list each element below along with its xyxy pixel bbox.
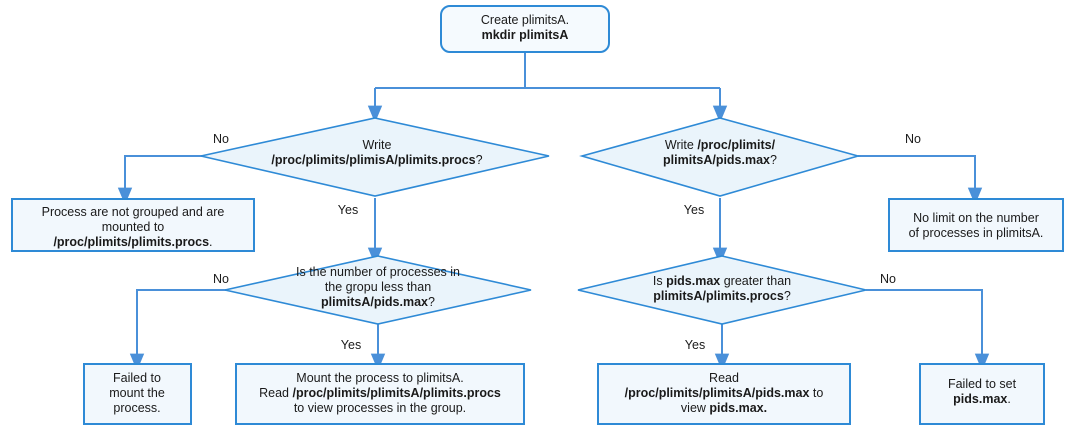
node-decide-write-procs[interactable]: Write/proc/plimits/plimisA/plimits.procs… [200, 117, 550, 197]
node-decide-write-procs-label: Write/proc/plimits/plimisA/plimits.procs… [271, 138, 482, 167]
node-decide-pidsmax-greater-shape[interactable] [577, 255, 867, 325]
node-failed-set-shape[interactable] [919, 363, 1045, 425]
edge-label-pidsmax-greater-no: No [880, 272, 896, 286]
edge-label-write-procs-yes: Yes [338, 203, 358, 217]
connector-write-procs-no [117, 155, 217, 205]
node-read-pidsmax-shape[interactable] [597, 363, 851, 425]
node-start-shape[interactable] [440, 5, 610, 53]
connector-count-less-no [129, 289, 228, 371]
node-mount-ok-shape[interactable] [235, 363, 525, 425]
edge-label-pidsmax-greater-yes: Yes [685, 338, 705, 352]
edge-label-write-pidsmax-no: No [905, 132, 921, 146]
node-mount-ok-label: Mount the process to plimitsA.Read /proc… [259, 371, 501, 415]
node-not-grouped-shape[interactable] [11, 198, 255, 252]
connector-write-pidsmax-no [858, 155, 983, 205]
edge-label-layer: No Yes No Yes No Yes No Yes [213, 132, 921, 352]
edge-label-count-less-yes: Yes [341, 338, 361, 352]
node-decide-write-pidsmax[interactable]: Write /proc/plimits/plimitsA/pids.max? [579, 117, 861, 197]
connector-layer [117, 52, 990, 371]
node-mount-ok[interactable]: Mount the process to plimitsA.Read /proc… [235, 363, 525, 425]
node-decide-count-less-shape[interactable] [224, 255, 532, 325]
node-no-limit-shape[interactable] [888, 198, 1064, 252]
edge-label-write-procs-no: No [213, 132, 229, 146]
connector-pidsmax-greater-no [866, 289, 990, 371]
node-start-label: Create plimitsA.mkdir plimitsA [481, 13, 569, 42]
node-decide-write-pidsmax-label: Write /proc/plimits/plimitsA/pids.max? [663, 138, 777, 167]
node-decide-write-pidsmax-shape[interactable] [579, 117, 861, 197]
node-start[interactable]: Create plimitsA.mkdir plimitsA [440, 5, 610, 53]
edge-label-write-pidsmax-yes: Yes [684, 203, 704, 217]
node-decide-write-procs-shape[interactable] [200, 117, 550, 197]
edge-label-count-less-no: No [213, 272, 229, 286]
node-failed-mount-shape[interactable] [83, 363, 192, 425]
